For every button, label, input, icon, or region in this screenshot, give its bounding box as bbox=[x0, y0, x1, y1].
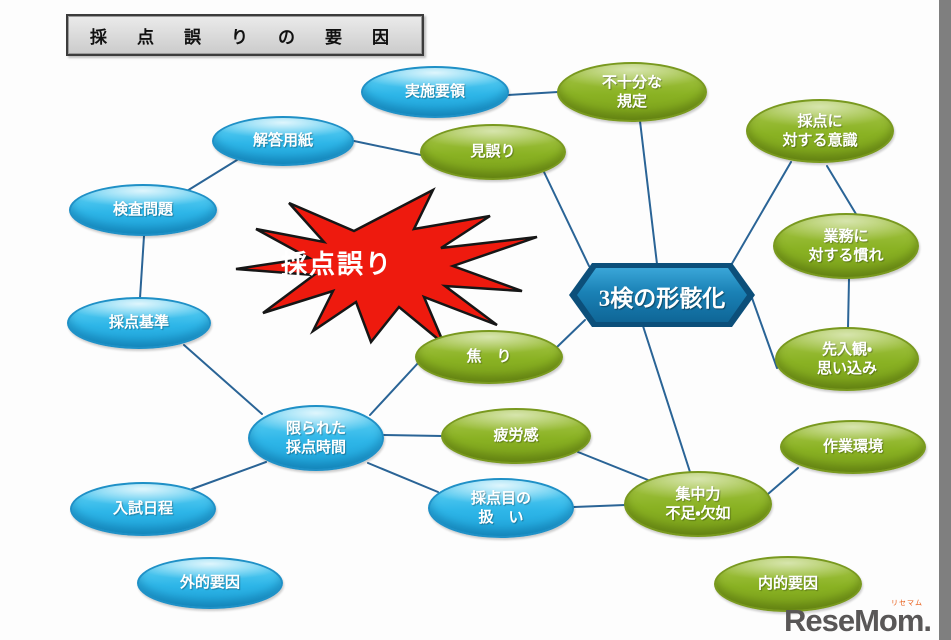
right-gray-strip bbox=[939, 0, 951, 640]
node-label: 見誤り bbox=[470, 143, 516, 161]
node-label: 業務に 対する慣れ bbox=[808, 227, 884, 265]
node-naiteki-yoin: 内的要因 bbox=[714, 556, 862, 612]
node-fujubun-kitei: 不十分な 規定 bbox=[557, 62, 707, 122]
hexagon-label: 3検の形骸化 bbox=[598, 286, 726, 311]
node-gyomu-nare: 業務に 対する慣れ bbox=[773, 213, 919, 279]
node-shuchuryoku: 集中力 不足・欠如 bbox=[624, 471, 772, 537]
node-saiten-ishiki: 採点に 対する意識 bbox=[746, 99, 894, 163]
node-kensa-mondai: 検査問題 bbox=[69, 184, 217, 236]
resemom-logo-ruby: リセマム bbox=[891, 600, 923, 607]
hexagon-shape bbox=[569, 263, 755, 327]
node-label: 限られた 採点時間 bbox=[285, 419, 346, 457]
node-label: 外的要因 bbox=[179, 574, 240, 592]
resemom-logo: リセマム ReseMom. bbox=[783, 600, 932, 638]
edge-lines bbox=[139, 91, 857, 508]
node-gaiteki-yoin: 外的要因 bbox=[137, 557, 283, 609]
node-saiten-kijun: 採点基準 bbox=[67, 297, 211, 349]
node-label: 不十分な 規定 bbox=[601, 73, 662, 111]
node-kaito-yoshi: 解答用紙 bbox=[212, 116, 354, 166]
node-label: 先入観・ 思い込み bbox=[816, 340, 877, 378]
diagram-title-box: 採点誤りの要因 bbox=[66, 14, 424, 56]
node-label: 入試日程 bbox=[112, 500, 173, 518]
node-sagyo-kankyo: 作業環境 bbox=[780, 420, 926, 474]
node-label: 焦 り bbox=[466, 348, 512, 366]
explosion-star-label: 採点誤り bbox=[280, 249, 393, 279]
node-label: 作業環境 bbox=[822, 438, 883, 456]
node-label: 採点目の 扱 い bbox=[470, 489, 531, 527]
node-kagirareta-jikan: 限られた 採点時間 bbox=[248, 405, 384, 471]
explosion-star-shape bbox=[235, 187, 538, 345]
node-label: 実施要領 bbox=[404, 83, 465, 101]
node-sennyukan: 先入観・ 思い込み bbox=[775, 327, 919, 391]
node-jisshi-yoryo: 実施要領 bbox=[361, 66, 509, 118]
node-nyushi-nittei: 入試日程 bbox=[70, 482, 216, 536]
diagram-title-text: 採点誤りの要因 bbox=[90, 27, 419, 47]
node-saitenme-atsukai: 採点目の 扱 い bbox=[428, 478, 574, 538]
node-aseri: 焦 り bbox=[415, 330, 563, 384]
node-mi-ayamari: 見誤り bbox=[420, 124, 566, 180]
node-hirokan: 疲労感 bbox=[441, 408, 591, 464]
node-label: 解答用紙 bbox=[252, 132, 313, 150]
node-label: 採点に 対する意識 bbox=[782, 112, 858, 150]
resemom-logo-text: ReseMom. bbox=[783, 603, 932, 638]
node-label: 採点基準 bbox=[108, 314, 169, 332]
node-label: 疲労感 bbox=[493, 427, 539, 445]
node-label: 集中力 不足・欠如 bbox=[665, 485, 731, 523]
node-label: 内的要因 bbox=[757, 575, 818, 593]
node-label: 検査問題 bbox=[112, 201, 173, 219]
